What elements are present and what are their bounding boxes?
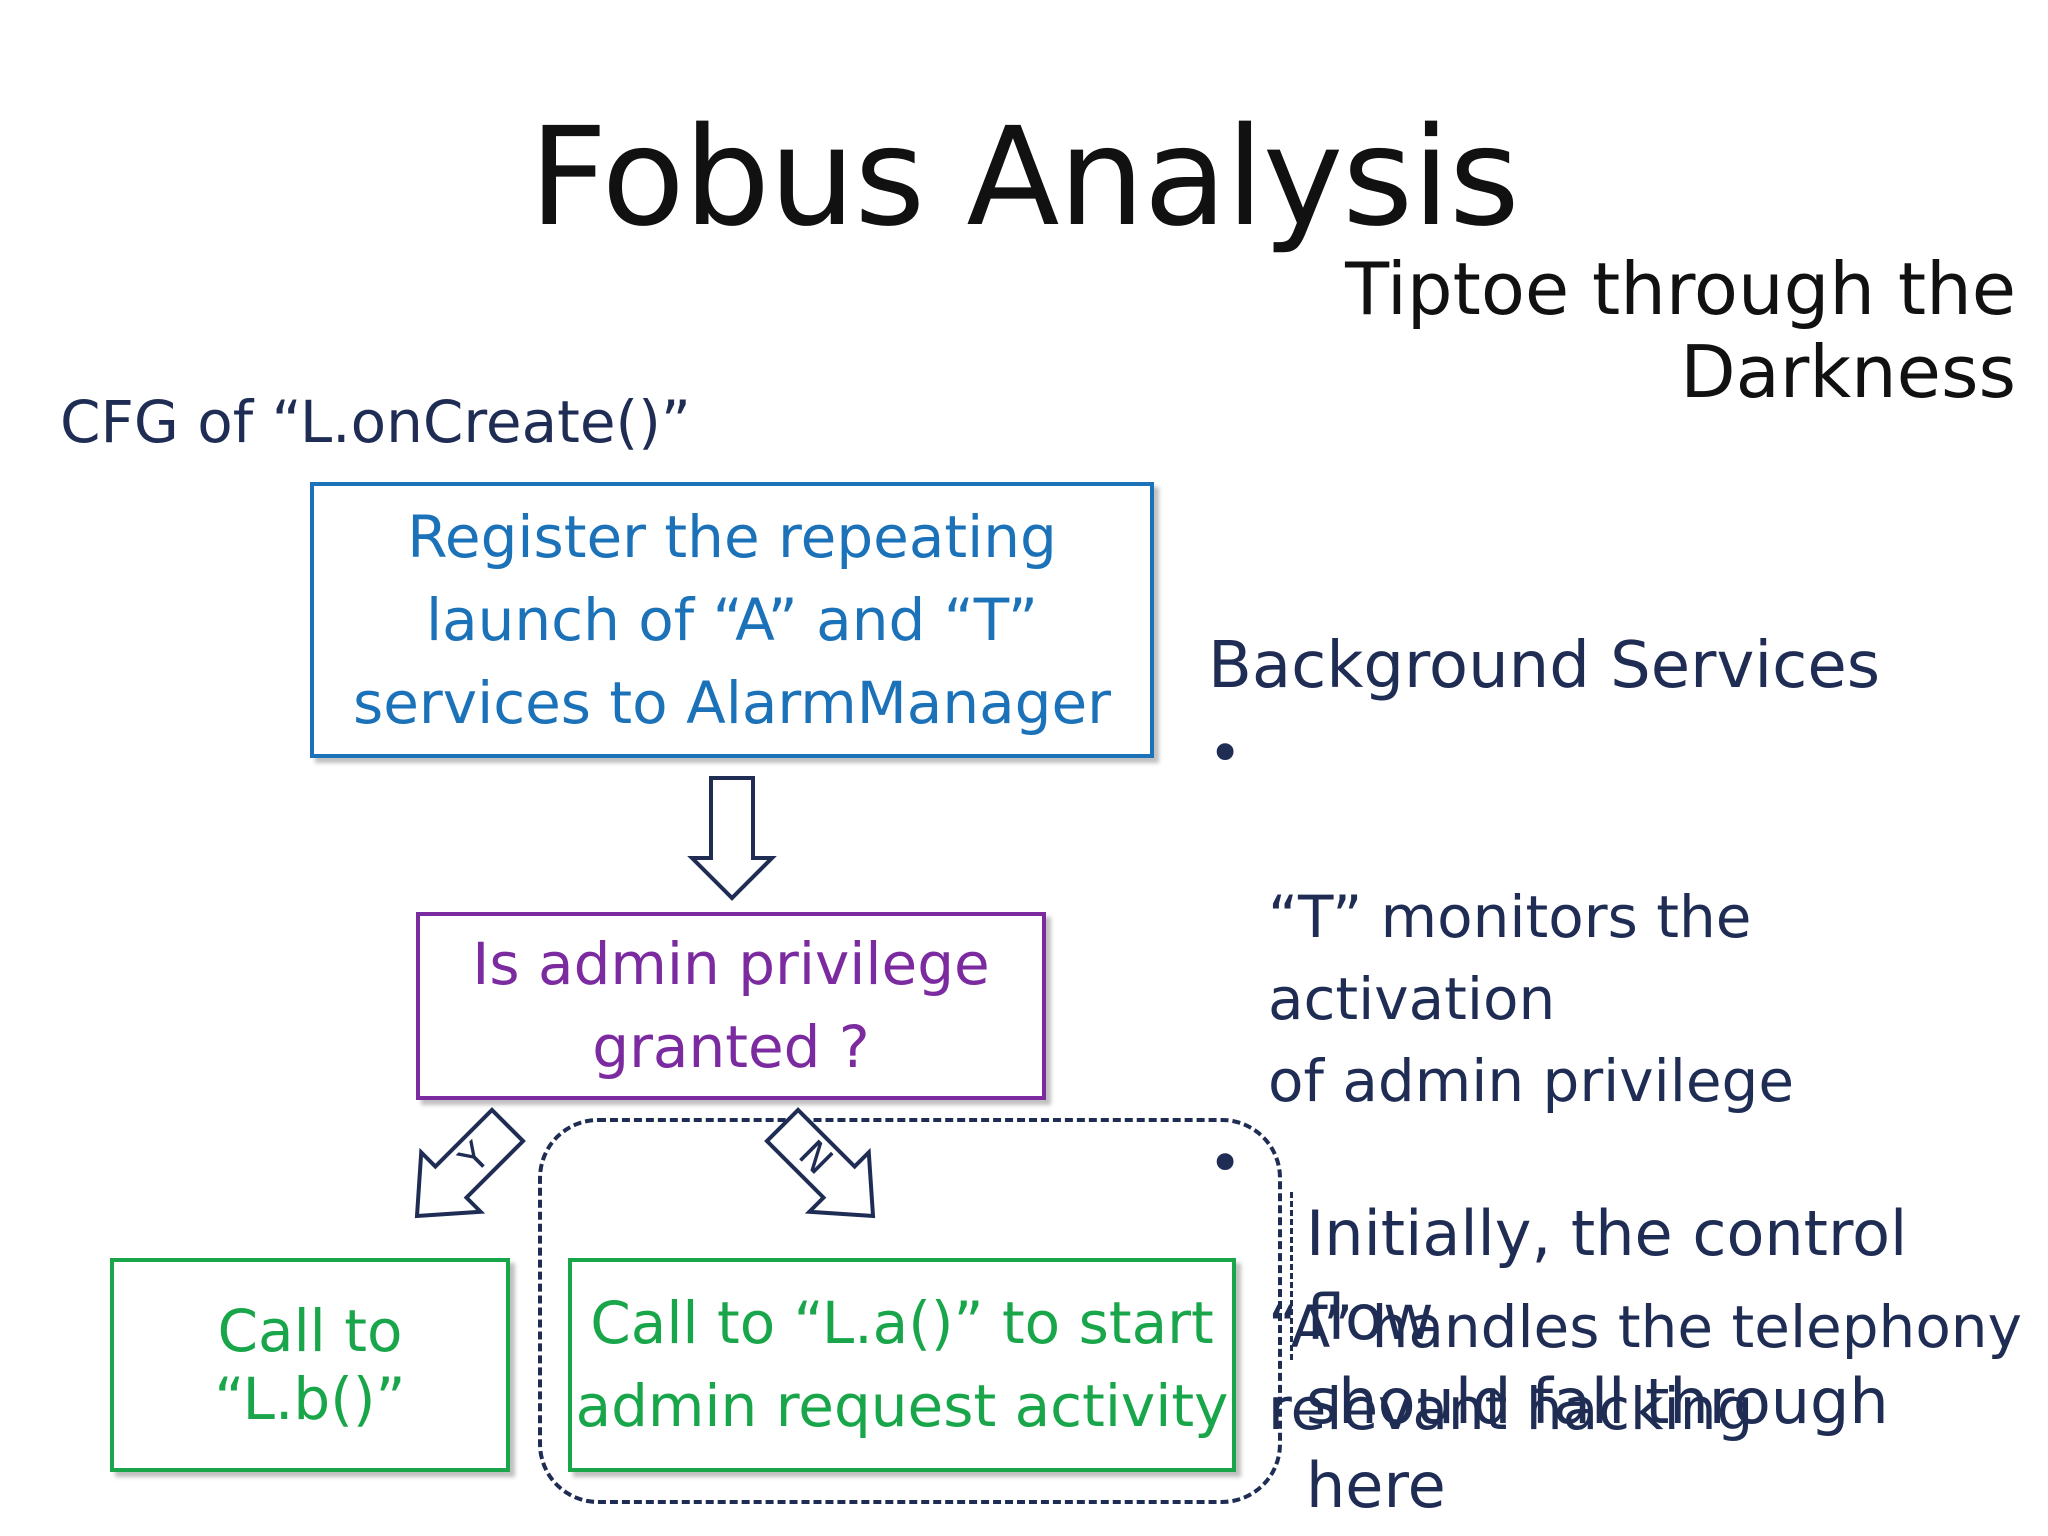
background-services-heading: Background Services	[1208, 629, 1881, 703]
register-services-text: Register the repeating launch of “A” and…	[353, 502, 1111, 737]
list-item: • “T” monitors the activation of admin p…	[1208, 712, 2048, 1122]
slide-title: Fobus Analysis	[529, 99, 1520, 257]
bullet-text: “T” monitors the activation of admin pri…	[1268, 883, 1795, 1115]
register-services-box: Register the repeating launch of “A” and…	[310, 482, 1154, 758]
cfg-label: CFG of “L.onCreate()”	[60, 388, 691, 456]
fall-through-region	[538, 1118, 1282, 1504]
fall-through-note: Initially, the control flow should fall …	[1306, 1197, 1908, 1522]
call-lb-box: Call to “L.b()”	[110, 1258, 510, 1472]
background-services-list: • “T” monitors the activation of admin p…	[1208, 712, 2048, 1450]
decision-text: Is admin privilege granted ?	[472, 930, 990, 1081]
list-item: • “A” handles the telephony relevant hac…	[1208, 1122, 2048, 1450]
bullet-text: “A” handles the telephony relevant hacki…	[1268, 1293, 2022, 1443]
call-la-text: Call to “L.a()” to start admin request a…	[575, 1289, 1229, 1440]
call-la-box: Call to “L.a()” to start admin request a…	[568, 1258, 1236, 1472]
down-arrow-icon	[687, 776, 777, 901]
note-divider	[1290, 1192, 1293, 1360]
bullet-icon: •	[1208, 719, 1243, 787]
bullet-icon: •	[1208, 1129, 1243, 1197]
admin-privilege-decision-box: Is admin privilege granted ?	[416, 912, 1046, 1100]
call-lb-text: Call to “L.b()”	[214, 1297, 406, 1433]
yes-arrow-icon: Y	[414, 1107, 526, 1219]
slide-subtitle: Tiptoe through the Darkness	[1345, 247, 2016, 414]
no-arrow-icon: N	[764, 1107, 876, 1219]
